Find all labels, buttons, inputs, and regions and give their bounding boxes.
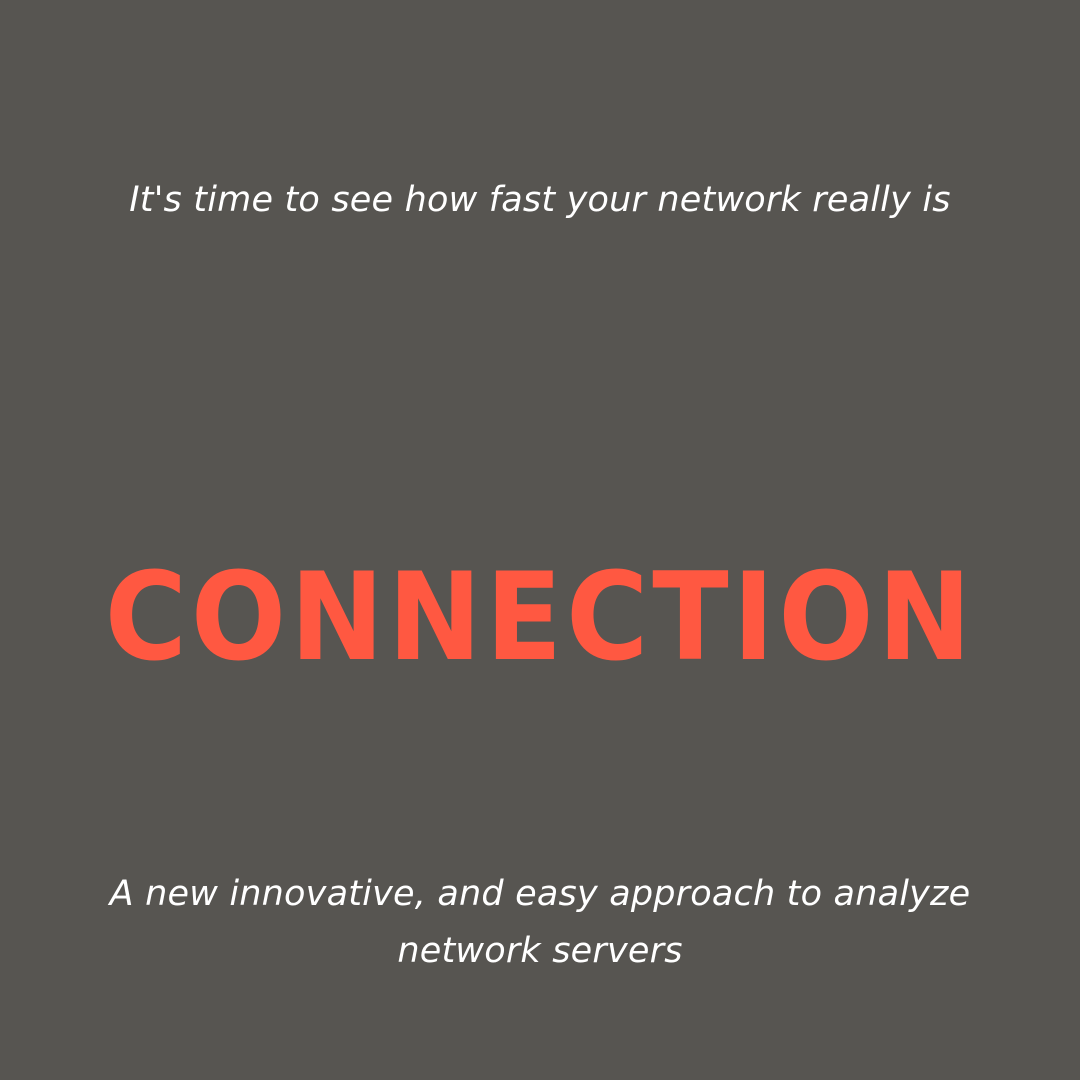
headline-title: CONNECTION <box>104 548 976 689</box>
description-text: A new innovative, and easy approach to a… <box>109 874 971 971</box>
tagline-text: It's time to see how fast your network r… <box>129 180 951 220</box>
